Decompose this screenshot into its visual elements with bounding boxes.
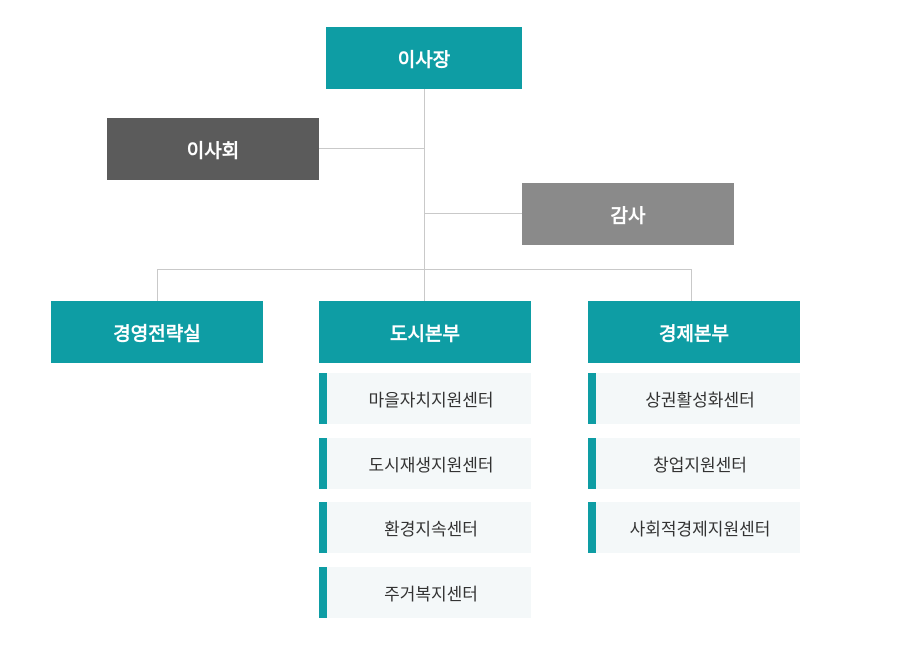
strategy-office-box: 경영전략실 xyxy=(51,301,263,363)
center-item: 주거복지센터 xyxy=(319,567,531,618)
center-item: 창업지원센터 xyxy=(588,438,800,489)
connector-strategy xyxy=(157,269,158,302)
urban-division-box: 도시본부 xyxy=(319,301,531,363)
connector-audit xyxy=(424,213,523,214)
connector-board xyxy=(318,148,425,149)
economy-division-box: 경제본부 xyxy=(588,301,800,363)
connector-horizontal xyxy=(157,269,692,270)
center-item: 환경지속센터 xyxy=(319,502,531,553)
connector-trunk xyxy=(424,88,425,301)
chairman-box: 이사장 xyxy=(326,27,522,89)
connector-economy xyxy=(691,269,692,302)
center-item: 상권활성화센터 xyxy=(588,373,800,424)
center-item: 사회적경제지원센터 xyxy=(588,502,800,553)
audit-box: 감사 xyxy=(522,183,734,245)
center-item: 마을자치지원센터 xyxy=(319,373,531,424)
board-box: 이사회 xyxy=(107,118,319,180)
center-item: 도시재생지원센터 xyxy=(319,438,531,489)
